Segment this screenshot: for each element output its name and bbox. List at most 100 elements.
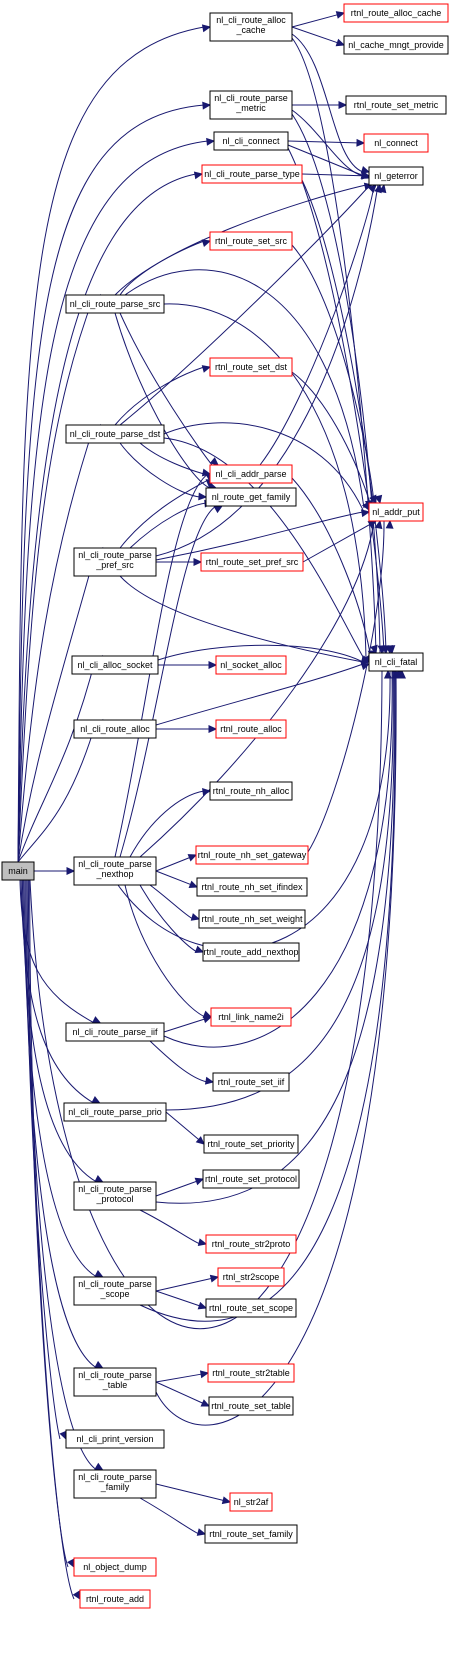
- node-alloc-cache[interactable]: nl_cli_route_alloc_cache: [209, 12, 293, 42]
- edge-cli_connect-to-cli_fatal: [287, 147, 385, 654]
- node-box: [368, 652, 424, 672]
- edge-set_dst-to-addr_put: [291, 371, 371, 504]
- edge-parse_pref_src-to-geterror-arrowhead: [378, 183, 387, 194]
- edge-main-to-parse_nexthop-arrowhead: [66, 867, 76, 875]
- node-nh-alloc[interactable]: rtnl_route_nh_alloc: [209, 781, 293, 801]
- edge-parse_family-to-set_family-arrowhead: [196, 1528, 207, 1536]
- edge-parse_table-to-cli_fatal-arrowhead: [398, 669, 406, 679]
- node-rtnl-route-alloc[interactable]: rtnl_route_alloc: [215, 719, 287, 739]
- edge-parse_nexthop-to-get_family: [119, 505, 217, 858]
- edge-parse_metric-to-cli_fatal: [291, 113, 381, 654]
- node-box: [229, 1492, 273, 1512]
- edge-alloc_cache-to-rtnl_route_alloc_cache-arrowhead: [335, 11, 346, 19]
- node-parse-iif[interactable]: nl_cli_route_parse_iif: [65, 1022, 165, 1042]
- edge-cli_connect-to-nl_connect: [287, 140, 358, 144]
- node-str2scope[interactable]: rtnl_str2scope: [217, 1267, 285, 1287]
- node-parse-scope[interactable]: nl_cli_route_parse_scope: [73, 1276, 157, 1306]
- edge-nh_set_gateway-to-addr_put: [307, 520, 385, 853]
- node-addr-parse[interactable]: nl_cli_addr_parse: [209, 464, 293, 484]
- node-parse-pref-src[interactable]: nl_cli_route_parse_pref_src: [73, 547, 157, 577]
- edge-parse_scope-to-set_scope: [155, 1290, 200, 1307]
- node-parse-src[interactable]: nl_cli_route_parse_src: [65, 294, 165, 314]
- node-set-table[interactable]: rtnl_route_set_table: [208, 1396, 294, 1416]
- node-addr-put[interactable]: nl_addr_put: [368, 502, 424, 522]
- node-label: rtnl_route_alloc_cache: [351, 8, 442, 18]
- node-parse-nexthop[interactable]: nl_cli_route_parse_nexthop: [73, 856, 157, 886]
- node-label: nl_cli_route_parse: [78, 859, 152, 869]
- node-set-pref-src[interactable]: rtnl_route_set_pref_src: [200, 552, 304, 572]
- node-set-priority[interactable]: rtnl_route_set_priority: [203, 1134, 299, 1154]
- node-set-family[interactable]: rtnl_route_set_family: [204, 1524, 298, 1544]
- node-object-dump[interactable]: nl_object_dump: [73, 1557, 157, 1577]
- node-label: nl_cli_route_parse_type: [204, 169, 300, 179]
- edge-parse_dst-to-set_dst: [114, 366, 205, 426]
- node-label: nl_cli_route_parse: [78, 1279, 152, 1289]
- node-set-iif[interactable]: rtnl_route_set_iif: [212, 1072, 290, 1092]
- node-nh-set-gateway[interactable]: rtnl_route_nh_set_gateway: [195, 845, 309, 865]
- node-set-scope[interactable]: rtnl_route_set_scope: [205, 1298, 297, 1318]
- node-rtnl-route-alloc-cache[interactable]: rtnl_route_alloc_cache: [343, 3, 449, 23]
- edge-parse_nexthop-to-addr_put-arrowhead: [374, 519, 383, 530]
- edge-parse_nexthop-to-cli_fatal: [117, 670, 391, 951]
- node-label: nl_cli_route_parse: [214, 93, 288, 103]
- edge-parse_iif-to-cli_fatal: [163, 670, 393, 1048]
- node-nh-set-ifindex[interactable]: rtnl_route_nh_set_ifindex: [196, 877, 308, 897]
- edge-parse_pref_src-to-addr_put: [155, 511, 364, 561]
- node-box: [79, 1589, 151, 1609]
- node-str2table[interactable]: rtnl_route_str2table: [207, 1363, 295, 1383]
- node-box: [205, 487, 297, 507]
- node-set-dst[interactable]: rtnl_route_set_dst: [209, 357, 293, 377]
- node-str2af[interactable]: nl_str2af: [229, 1492, 273, 1512]
- node-set-metric[interactable]: rtnl_route_set_metric: [345, 95, 447, 115]
- node-get-family[interactable]: nl_route_get_family: [205, 487, 297, 507]
- node-set-src[interactable]: rtnl_route_set_src: [209, 231, 293, 251]
- edge-main-to-parse_table: [24, 879, 97, 1369]
- node-cli-connect[interactable]: nl_cli_connect: [213, 131, 289, 151]
- node-socket-alloc[interactable]: nl_socket_alloc: [215, 655, 287, 675]
- node-parse-prio[interactable]: nl_cli_route_parse_prio: [63, 1102, 167, 1122]
- node-box: [209, 464, 293, 484]
- node-geterror[interactable]: nl_geterror: [368, 166, 424, 186]
- node-nl-connect[interactable]: nl_connect: [363, 133, 429, 153]
- edge-parse_pref_src-to-cli_fatal: [119, 575, 364, 663]
- node-cache-mngt-provide[interactable]: nl_cache_mngt_provide: [343, 35, 449, 55]
- node-parse-family[interactable]: nl_cli_route_parse_family: [73, 1469, 157, 1499]
- node-main[interactable]: main: [1, 861, 35, 881]
- node-alloc-socket[interactable]: nl_cli_alloc_socket: [71, 655, 159, 675]
- edge-main-to-parse_metric: [17, 104, 205, 863]
- edge-parse_pref_src-to-set_pref_src-arrowhead: [193, 558, 203, 566]
- node-label: nl_cli_route_parse: [78, 550, 152, 560]
- edge-main-to-parse_dst: [17, 424, 95, 863]
- node-label: nl_cli_route_parse_dst: [70, 429, 161, 439]
- edge-route_alloc-to-rtnl_route_alloc-arrowhead: [208, 725, 218, 733]
- edge-main-to-object_dump-arrowhead: [67, 1558, 75, 1569]
- node-parse-table[interactable]: nl_cli_route_parse_table: [73, 1367, 157, 1397]
- edge-main-to-parse_table-arrowhead: [94, 1360, 104, 1369]
- edge-main-to-print_version-arrowhead: [59, 1430, 67, 1441]
- node-box: [201, 164, 303, 184]
- node-route-alloc[interactable]: nl_cli_route_alloc: [73, 719, 157, 739]
- edge-main-to-parse_pref_src: [17, 547, 98, 863]
- node-str2proto[interactable]: rtnl_route_str2proto: [205, 1234, 297, 1254]
- node-parse-protocol[interactable]: nl_cli_route_parse_protocol: [73, 1181, 157, 1211]
- node-add-nexthop[interactable]: rtnl_route_add_nexthop: [202, 942, 300, 962]
- edge-main-to-parse_family-arrowhead: [94, 1462, 104, 1471]
- node-parse-type[interactable]: nl_cli_route_parse_type: [201, 164, 303, 184]
- node-box: [209, 231, 293, 251]
- node-route-add[interactable]: rtnl_route_add: [79, 1589, 151, 1609]
- edge-route_alloc-to-cli_fatal-arrowhead: [360, 662, 371, 671]
- node-cli-fatal[interactable]: nl_cli_fatal: [368, 652, 424, 672]
- node-print-version[interactable]: nl_cli_print_version: [65, 1429, 165, 1449]
- edge-parse_nexthop-to-nh_set_ifindex: [155, 870, 191, 885]
- node-label: nl_cli_route_parse: [78, 1472, 152, 1482]
- node-parse-dst[interactable]: nl_cli_route_parse_dst: [65, 424, 165, 444]
- node-nh-set-weight[interactable]: rtnl_route_nh_set_weight: [198, 909, 306, 929]
- node-set-protocol[interactable]: rtnl_route_set_protocol: [202, 1169, 300, 1189]
- edge-main-to-parse_prio-arrowhead: [91, 1096, 101, 1104]
- node-label: rtnl_route_nh_set_gateway: [198, 850, 307, 860]
- node-link-name2i[interactable]: rtnl_link_name2i: [210, 1007, 292, 1027]
- edge-parse_src-to-set_src-arrowhead: [201, 239, 212, 247]
- node-label: _pref_src: [95, 560, 134, 570]
- node-parse-metric[interactable]: nl_cli_route_parse_metric: [209, 90, 293, 120]
